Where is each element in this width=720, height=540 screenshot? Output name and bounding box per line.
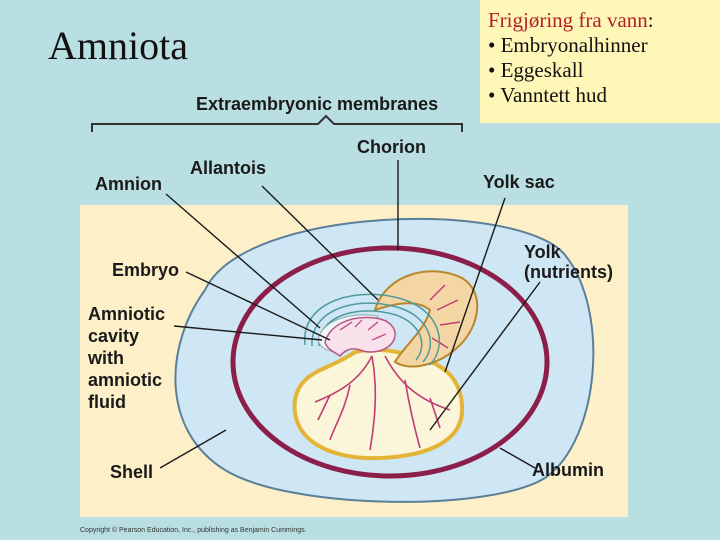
label-amniotic-line1: Amniotic xyxy=(88,304,165,324)
embryo-vessels xyxy=(339,319,387,341)
label-embryo: Embryo xyxy=(112,260,179,280)
membranes-bracket xyxy=(91,114,463,132)
connector-embryo xyxy=(185,271,331,341)
connector-amniotic-cavity xyxy=(173,325,323,341)
label-amnion: Amnion xyxy=(95,174,162,194)
label-albumin: Albumin xyxy=(532,460,604,480)
label-amniotic-line5: fluid xyxy=(88,392,126,412)
allantois xyxy=(373,270,479,368)
note-heading-colon: : xyxy=(647,8,654,32)
label-shell: Shell xyxy=(110,462,153,482)
note-bullet-waterproof-skin: • Vanntett hud xyxy=(488,83,607,107)
label-amniotic-line4: amniotic xyxy=(88,370,162,390)
note-heading-text: Frigjøring fra vann xyxy=(488,8,648,32)
copyright-notice: Copyright © Pearson Education, Inc., pub… xyxy=(80,526,307,534)
connector-albumin xyxy=(499,447,536,469)
connector-yolk xyxy=(429,281,541,431)
connector-amnion xyxy=(165,193,321,329)
label-amniotic-line2: cavity xyxy=(88,326,139,346)
label-yolk-sac: Yolk sac xyxy=(483,172,555,192)
chorion-membrane xyxy=(230,245,550,479)
label-extraembryonic-membranes: Extraembryonic membranes xyxy=(196,94,438,114)
yolk-vessels xyxy=(314,355,451,451)
note-bullet-embryonic-membranes: • Embryonalhinner xyxy=(488,33,648,57)
label-allantois: Allantois xyxy=(190,158,266,178)
connector-allantois xyxy=(261,185,379,301)
label-yolk-line2: (nutrients) xyxy=(524,262,613,282)
note-heading: Frigjøring fra vann: xyxy=(488,8,720,33)
connector-shell xyxy=(159,429,227,469)
connector-yolk-sac xyxy=(444,197,506,373)
allantois-vessels xyxy=(429,284,461,349)
note-bullet-eggshell: • Eggeskall xyxy=(488,58,584,82)
slide-title: Amniota xyxy=(48,23,188,68)
label-chorion: Chorion xyxy=(357,137,426,157)
label-yolk-line1: Yolk xyxy=(524,242,562,262)
label-connectors xyxy=(159,160,541,469)
label-amniotic-line3: with xyxy=(87,348,124,368)
embryo xyxy=(324,316,396,358)
note-box: Frigjøring fra vann: • Embryonalhinner •… xyxy=(480,0,720,123)
